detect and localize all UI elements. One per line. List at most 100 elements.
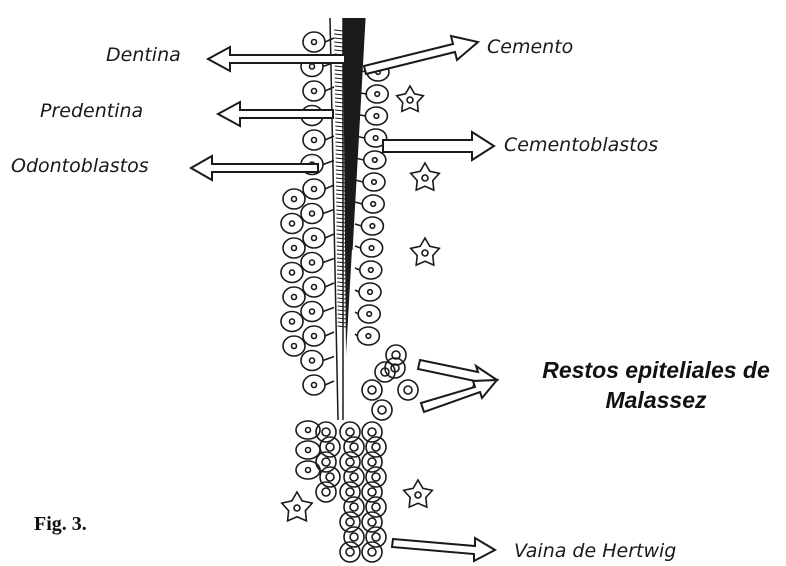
odontoblast-cell (301, 253, 334, 273)
odontoblast-cell (303, 375, 334, 395)
hertwig-cell (344, 467, 364, 487)
figure-number: Fig. 3. (34, 514, 87, 534)
odontoblast-cell (281, 263, 303, 283)
predentin-stripe (337, 258, 346, 259)
predentin-stripe (336, 202, 345, 203)
cementoblast-cell (355, 327, 379, 345)
malassez-rests (362, 345, 418, 420)
odontoblast-cell (283, 238, 305, 258)
hertwig-cell (340, 422, 360, 442)
hertwig-cell (320, 437, 340, 457)
label-restos-line1: Restos epiteliales de (526, 355, 786, 385)
odontoblast-cell (303, 32, 334, 52)
hertwig-cell (366, 527, 386, 547)
odontoblast-cell (301, 302, 334, 322)
hertwig-cell (340, 542, 360, 562)
hertwig-cell (316, 482, 336, 502)
predentin-stripe (337, 306, 346, 307)
predentin-stripe (338, 318, 347, 319)
predentin-stripe (337, 294, 346, 295)
predentin-stripe (334, 30, 343, 31)
predentin-stripe (337, 230, 346, 231)
label-restos-malassez: Restos epiteliales de Malassez (526, 355, 786, 415)
label-odontoblastos: Odontoblastos (11, 157, 149, 176)
odontoblast-cell (301, 351, 334, 371)
label-restos-line2: Malassez (526, 385, 786, 415)
hertwig-cell (344, 497, 364, 517)
odontoblast-column (281, 32, 334, 395)
arrow-cementoblastos (383, 132, 494, 160)
cementoblast-cell (355, 195, 384, 213)
predentin-stripe (337, 274, 346, 275)
label-cementoblastos: Cementoblastos (504, 136, 658, 155)
predentin-stripe (337, 254, 346, 255)
fibroblast-cell (397, 86, 424, 111)
predentin-stripe (334, 34, 343, 35)
odontoblast-cell (303, 179, 334, 199)
arrow-cemento (364, 36, 478, 74)
cementoblast-cell (355, 283, 381, 301)
malassez-cell (362, 380, 382, 400)
hertwig-cell (296, 461, 320, 479)
hertwig-cell (362, 422, 382, 442)
fibroblast-cell (411, 163, 440, 190)
label-dentina: Dentina (106, 46, 181, 65)
predentin-stripe (337, 238, 346, 239)
malassez-cell (372, 400, 392, 420)
hertwig-cell (366, 497, 386, 517)
label-cemento: Cemento (487, 38, 573, 57)
predentin-stripe (338, 322, 347, 323)
fibroblast-cell (404, 480, 433, 507)
predentin-stripe (336, 194, 345, 195)
hertwig-cell (296, 441, 320, 459)
predentin-stripe (336, 214, 345, 215)
predentin-stripe (337, 250, 346, 251)
hertwig-sheath (296, 421, 386, 562)
predentin-stripe (337, 234, 346, 235)
predentin-stripe (336, 226, 345, 227)
odontoblast-cell (283, 336, 305, 356)
hertwig-cell (362, 542, 382, 562)
cementoblast-cell (355, 173, 385, 191)
odontoblast-cell (303, 228, 334, 248)
predentin-stripe (337, 282, 346, 283)
predentin-stripe (337, 242, 346, 243)
predentin-stripe (334, 50, 343, 51)
hertwig-cell (344, 437, 364, 457)
hertwig-cell (344, 527, 364, 547)
arrow-dentina (208, 47, 345, 71)
predentin-stripe (337, 262, 346, 263)
label-predentina: Predentina (40, 102, 143, 121)
cementoblast-cell (355, 129, 387, 147)
fibroblast-cell (282, 492, 312, 521)
predentin-stripe (336, 210, 345, 211)
predentin-stripe (337, 286, 346, 287)
cementoblast-cell (355, 151, 386, 169)
predentin-stripe (337, 302, 346, 303)
hertwig-cell (340, 452, 360, 472)
arrow-odontoblastos (191, 156, 318, 180)
odontoblast-cell (301, 204, 334, 224)
odontoblast-cell (303, 130, 334, 150)
odontoblast-cell (283, 189, 305, 209)
odontoblast-cell (283, 287, 305, 307)
odontoblast-cell (303, 277, 334, 297)
odontoblast-cell (303, 81, 334, 101)
hertwig-cell (340, 512, 360, 532)
predentin-stripe (337, 290, 346, 291)
hertwig-cell (340, 482, 360, 502)
hertwig-cell (362, 452, 382, 472)
hertwig-cell (320, 467, 340, 487)
cementoblast-cell (355, 261, 382, 279)
malassez-cell (398, 380, 418, 400)
predentin-stripe (338, 310, 347, 311)
odontoblast-cell (281, 214, 303, 234)
predentin-stripe (337, 266, 346, 267)
arrow-vaina (392, 538, 495, 561)
predentin-stripe (336, 198, 345, 199)
predentin-stripe (336, 218, 345, 219)
predentin-stripe (338, 326, 347, 327)
label-vaina-hertwig: Vaina de Hertwig (514, 542, 676, 561)
